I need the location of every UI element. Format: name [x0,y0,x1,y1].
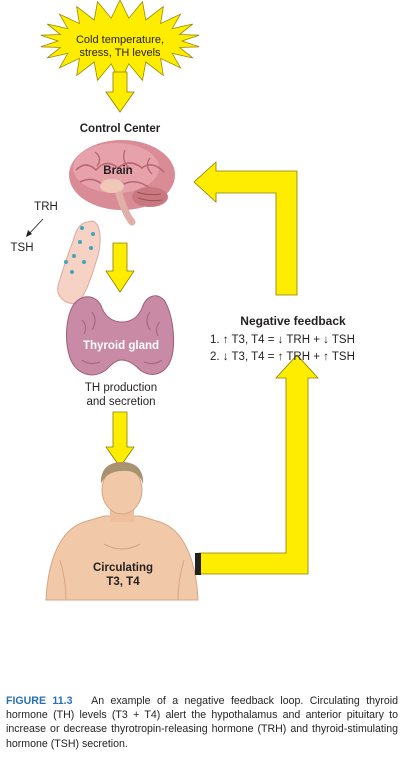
negative-feedback-line1: 1. ↑ T3, T4 = ↓ TRH + ↓ TSH [210,334,355,346]
arrow-stimulus-to-brain [105,71,135,113]
th-production-line1: TH production [84,382,158,394]
thyroid-illustration [66,295,175,376]
circulating-line2: T3, T4 [106,576,140,588]
trh-pointer-head [26,230,32,237]
tsh-label: TSH [10,242,34,254]
thyroid-label: Thyroid gland [82,340,160,352]
pituitary-stalk-illustration [57,220,101,305]
figure-number: FIGURE 11.3 [6,695,73,707]
th-production-line2: and secretion [86,396,156,408]
brain-label: Brain [103,165,133,177]
trh-label: TRH [34,201,58,213]
negative-feedback-title: Negative feedback [240,314,346,328]
figure-caption: FIGURE 11.3 An example of a negative fee… [6,694,398,751]
brain-illustration [69,140,175,226]
stimulus-line2: stress, TH levels [79,47,161,59]
circulating-line1: Circulating [92,562,154,574]
arrow-brain-to-thyroid [105,242,135,293]
negative-feedback-line2: 2. ↓ T3, T4 = ↑ TRH + ↑ TSH [210,351,355,363]
control-center-label: Control Center [79,123,161,135]
feedback-loop-arrow [193,161,319,575]
arrow-thyroid-to-body [105,411,135,468]
human-figure-illustration [45,462,199,601]
stimulus-line1: Cold temperature, [75,34,165,46]
caption-text: An example of a negative feedback loop. … [6,695,399,750]
